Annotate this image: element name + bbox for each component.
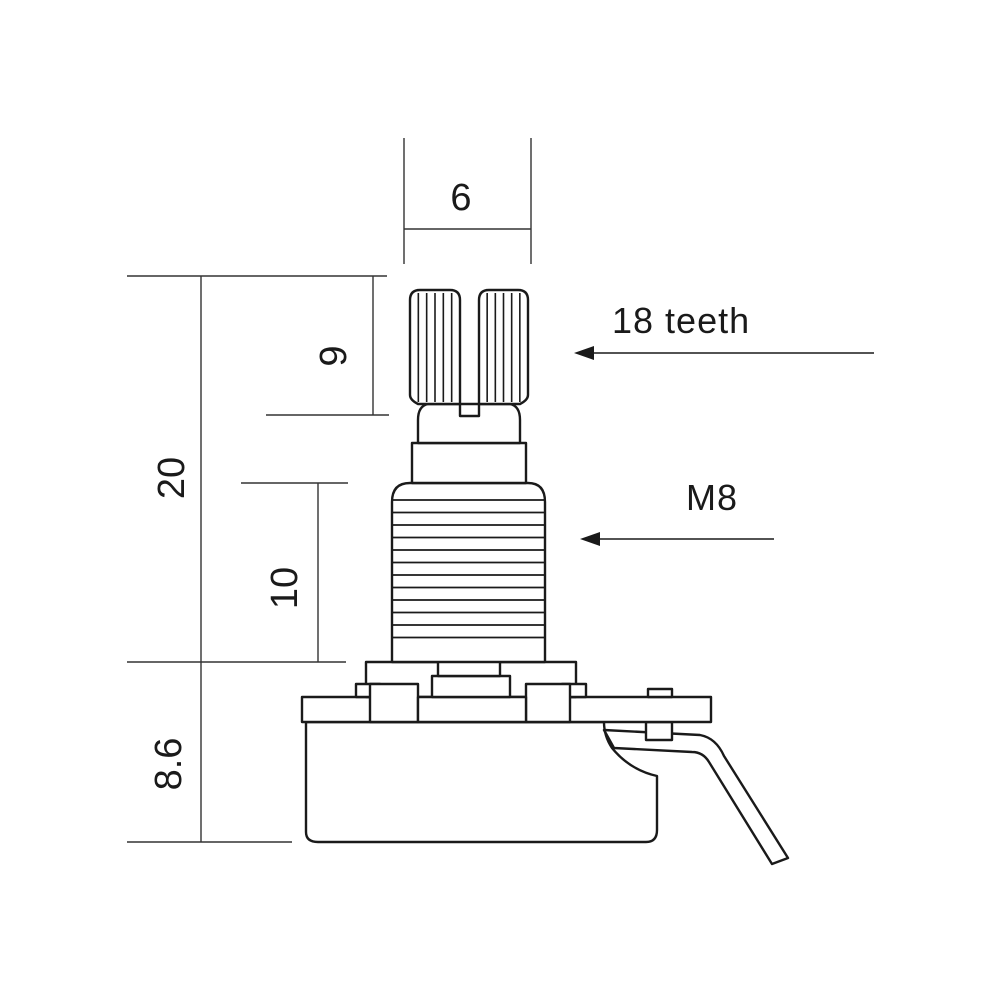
flange-rivet	[646, 687, 674, 699]
dim-body-height-label: 8.6	[148, 738, 190, 791]
m8-arrowhead	[580, 532, 600, 546]
block-left	[368, 682, 420, 724]
block-right	[524, 682, 572, 724]
dim-thread-length-label: 10	[264, 567, 306, 609]
teeth-callout-label: 18 teeth	[612, 300, 750, 341]
shaft-neck	[416, 402, 522, 445]
thread-lines	[393, 499, 544, 639]
dim-shaft-diameter-label: 6	[450, 177, 471, 219]
potentiometer-part	[300, 288, 790, 866]
shaft-slot	[458, 404, 481, 418]
dimension-lines	[127, 138, 532, 843]
dim-knurl-length-label: 9	[313, 345, 355, 366]
callout-arrows	[574, 346, 874, 546]
shaft-collar	[410, 441, 528, 485]
knurl-ridges	[417, 293, 521, 402]
center-block	[416, 695, 528, 724]
solder-lug	[602, 720, 790, 866]
center-step	[430, 674, 512, 699]
teeth-arrowhead	[574, 346, 594, 360]
housing-can	[304, 720, 659, 844]
lug-terminal	[602, 728, 790, 866]
threaded-bushing	[390, 481, 547, 664]
lug-rivet	[644, 720, 674, 742]
dim-total-height-label: 20	[151, 457, 193, 499]
thread-callout-label: M8	[686, 477, 738, 518]
